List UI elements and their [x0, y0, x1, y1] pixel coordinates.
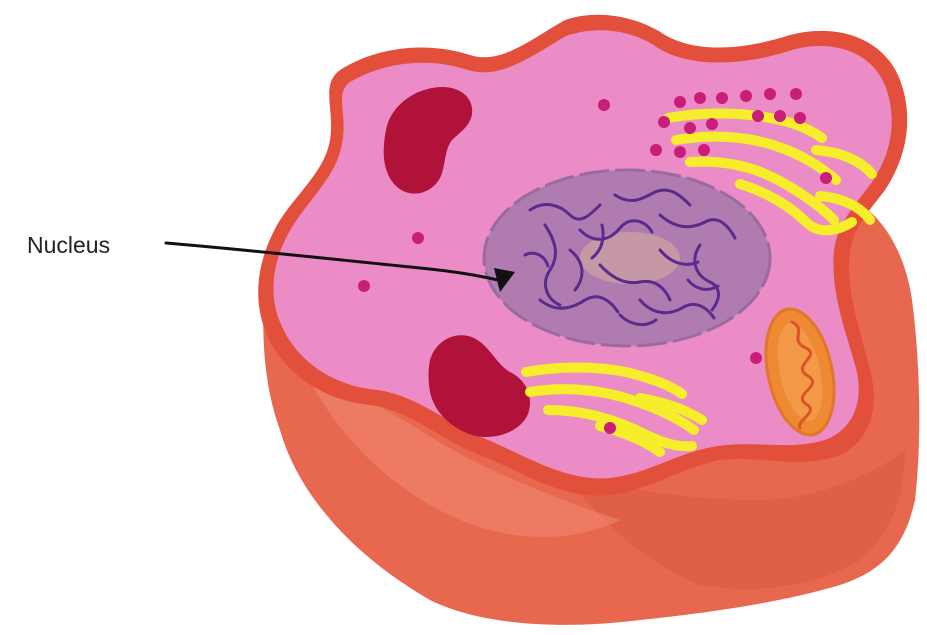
nucleus — [484, 170, 770, 346]
nucleus-label: Nucleus — [27, 232, 110, 258]
